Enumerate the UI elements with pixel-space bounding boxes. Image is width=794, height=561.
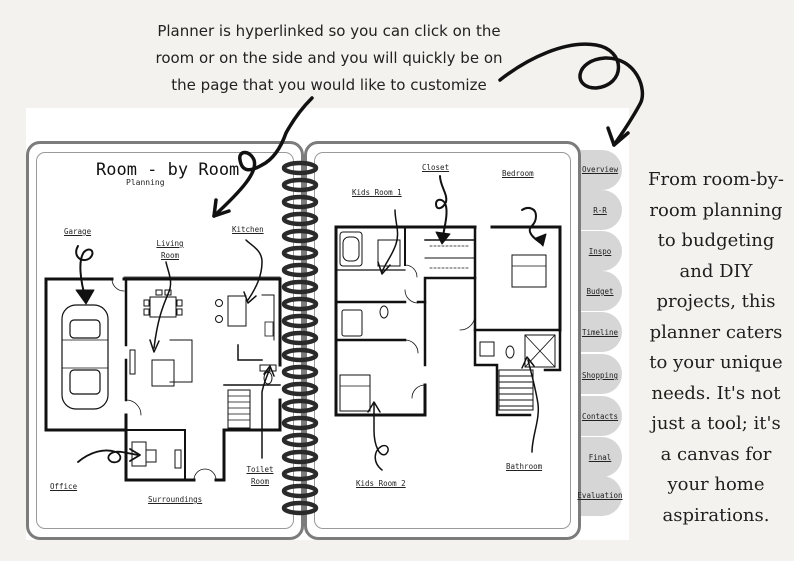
hand-drawn-arrows (75, 42, 645, 471)
arrow-kids1 (381, 209, 399, 273)
room-link-bedroom[interactable]: Bedroom (502, 169, 534, 178)
tab-timeline-shape[interactable] (578, 312, 622, 352)
tab-budget-shape[interactable] (578, 271, 622, 311)
tab-contacts[interactable]: Contacts (581, 412, 619, 421)
description-line: From room-by- (648, 169, 784, 190)
description-line: room planning (649, 199, 783, 221)
tab-rr-shape[interactable] (578, 190, 622, 230)
spiral-binding (281, 160, 319, 516)
arrow-garage (75, 245, 94, 301)
description-line: your home (667, 474, 765, 495)
callout-arrow-left (212, 96, 314, 218)
tab-rr[interactable]: R-R (593, 206, 607, 215)
description-line: needs. It's not (651, 382, 781, 404)
tab-final[interactable]: Final (588, 453, 612, 462)
room-link-garage[interactable]: Garage (64, 227, 92, 236)
description-line: and DIY (679, 260, 753, 282)
tab-overview[interactable]: Overview (581, 165, 619, 174)
tab-inspo[interactable]: Inspo (588, 247, 612, 256)
tab-inspo-shape[interactable] (578, 231, 622, 271)
room-link-toilet-room-1[interactable]: Toilet (246, 465, 274, 474)
room-link-kids-room-1[interactable]: Kids Room 1 (352, 188, 402, 197)
tab-contacts-shape[interactable] (578, 396, 622, 436)
tab-timeline[interactable]: Timeline (581, 328, 619, 337)
arrow-living (153, 261, 172, 349)
callout-arrow-tabs (498, 42, 645, 147)
marketing-description: From room-by- room planning to budgeting… (644, 165, 788, 531)
room-link-closet[interactable]: Closet (422, 163, 450, 172)
room-link-living-room-1[interactable]: Living (156, 239, 184, 248)
description-line: aspirations. (662, 504, 770, 526)
callout-line-1: Planner is hyperlinked so you can click … (157, 22, 501, 40)
tab-shopping-shape[interactable] (578, 354, 622, 394)
description-line: to budgeting (657, 230, 775, 251)
tab-shopping[interactable]: Shopping (581, 371, 619, 380)
left-page (26, 141, 304, 540)
page-title: Room - by Room (96, 160, 240, 180)
arrow-bedroom (521, 207, 543, 245)
callout-line-2: room or on the side and you will quickly… (155, 49, 503, 67)
room-link-kids-room-2[interactable]: Kids Room 2 (356, 479, 406, 488)
page-subtitle: Planning (126, 178, 165, 187)
description-line: projects, this (656, 291, 776, 312)
description-line: a canvas for (660, 443, 772, 465)
room-link-surroundings[interactable]: Surroundings (148, 495, 203, 504)
arrow-kids2 (373, 403, 389, 471)
description-line: planner caters (649, 321, 783, 343)
right-floorplan (334, 225, 562, 417)
room-link-toilet-room-2[interactable]: Room (250, 477, 270, 486)
arrow-bathroom (527, 359, 540, 453)
tab-budget[interactable]: Budget (586, 287, 614, 296)
room-link-office[interactable]: Office (50, 482, 78, 491)
tab-evaluation[interactable]: Evaluation (577, 491, 623, 500)
arrow-toilet (261, 367, 271, 459)
callout-line-3: the page that you would like to customiz… (171, 76, 487, 94)
arrow-office (77, 449, 139, 464)
arrow-kitchen (245, 239, 263, 301)
tab-evaluation-shape[interactable] (578, 476, 622, 516)
room-link-living-room-2[interactable]: Room (160, 251, 180, 260)
left-floorplan (44, 276, 282, 482)
tab-overview-shape[interactable] (578, 150, 622, 190)
description-line: just a tool; it's (651, 413, 781, 434)
tab-final-shape[interactable] (578, 437, 622, 477)
hyperlink-callout: Planner is hyperlinked so you can click … (140, 18, 518, 99)
description-line: to your unique (649, 352, 783, 373)
room-link-kitchen[interactable]: Kitchen (232, 225, 264, 234)
room-link-bathroom[interactable]: Bathroom (506, 462, 543, 471)
arrow-closet (435, 175, 448, 243)
